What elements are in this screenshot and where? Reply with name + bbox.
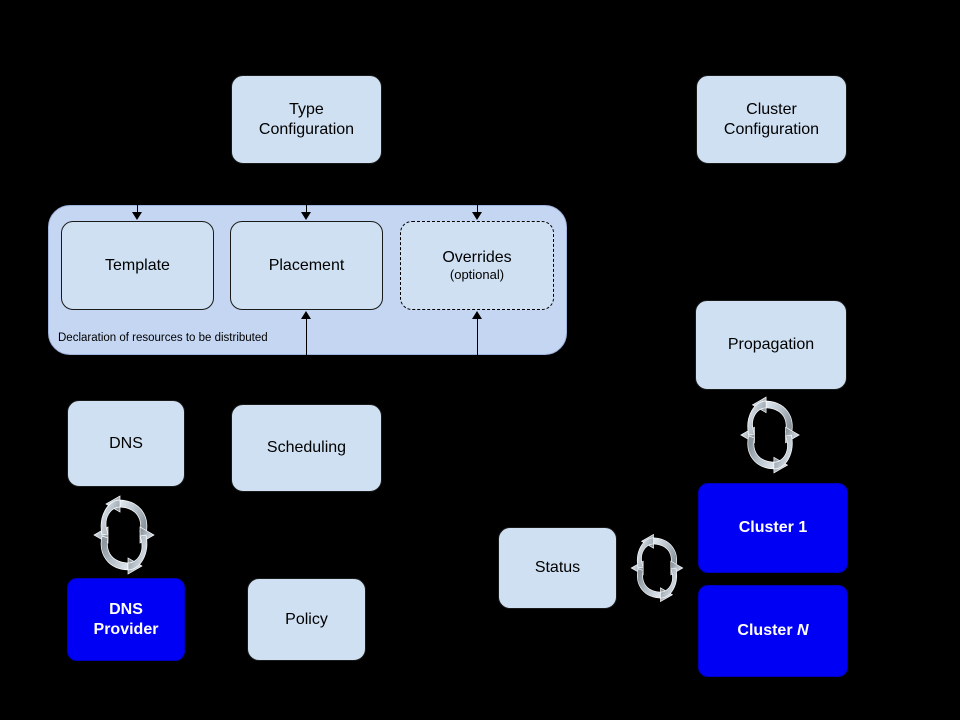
node-template-label: Template <box>105 256 170 274</box>
node-placement-label: Placement <box>268 256 345 274</box>
sync-cycle-icon-status <box>626 527 688 609</box>
node-scheduling-label: Scheduling <box>266 439 347 457</box>
node-placement[interactable]: Placement <box>230 221 383 310</box>
node-policy-label: Policy <box>285 610 328 628</box>
node-cluster-configuration-label: Cluster Configuration <box>723 101 820 138</box>
sync-cycle-icon-propagation <box>735 394 805 476</box>
arrow-up-line-overrides <box>476 318 479 366</box>
node-dns-provider-label: DNS Provider <box>93 601 159 638</box>
node-type-configuration-label: Type Configuration <box>258 101 355 138</box>
sync-cycle-icon-dns <box>88 494 160 576</box>
arrow-down-line-template <box>136 205 139 214</box>
arrow-up-line-placement <box>305 318 308 366</box>
node-dns-label: DNS <box>109 434 143 452</box>
node-cluster-n-label: Cluster N <box>737 622 809 640</box>
node-cluster-configuration[interactable]: Cluster Configuration <box>696 75 847 164</box>
node-status-label: Status <box>534 559 581 577</box>
node-propagation-label: Propagation <box>727 336 815 354</box>
arrow-down-icon-template <box>132 212 142 220</box>
node-cluster-n[interactable]: Cluster N <box>698 585 848 677</box>
arrow-up-icon-overrides <box>472 311 482 319</box>
arrow-down-line-placement <box>305 205 308 214</box>
arrow-down-line-overrides <box>476 205 479 214</box>
node-cluster-1-label: Cluster 1 <box>738 519 808 537</box>
node-template[interactable]: Template <box>61 221 214 310</box>
node-overrides[interactable]: Overrides (optional) <box>400 221 554 310</box>
node-status[interactable]: Status <box>498 527 617 609</box>
arrow-down-icon-placement <box>301 212 311 220</box>
arrow-down-icon-overrides <box>472 212 482 220</box>
node-dns-provider[interactable]: DNS Provider <box>67 578 185 661</box>
node-cluster-1[interactable]: Cluster 1 <box>698 483 848 573</box>
group-caption: Declaration of resources to be distribut… <box>58 332 268 344</box>
node-overrides-label: Overrides <box>442 249 512 267</box>
node-policy[interactable]: Policy <box>247 578 366 661</box>
node-dns[interactable]: DNS <box>67 400 185 487</box>
node-scheduling[interactable]: Scheduling <box>231 404 382 492</box>
node-type-configuration[interactable]: Type Configuration <box>231 75 382 164</box>
arrow-up-icon-placement <box>301 311 311 319</box>
node-overrides-sublabel: (optional) <box>449 267 505 283</box>
node-propagation[interactable]: Propagation <box>695 300 847 390</box>
